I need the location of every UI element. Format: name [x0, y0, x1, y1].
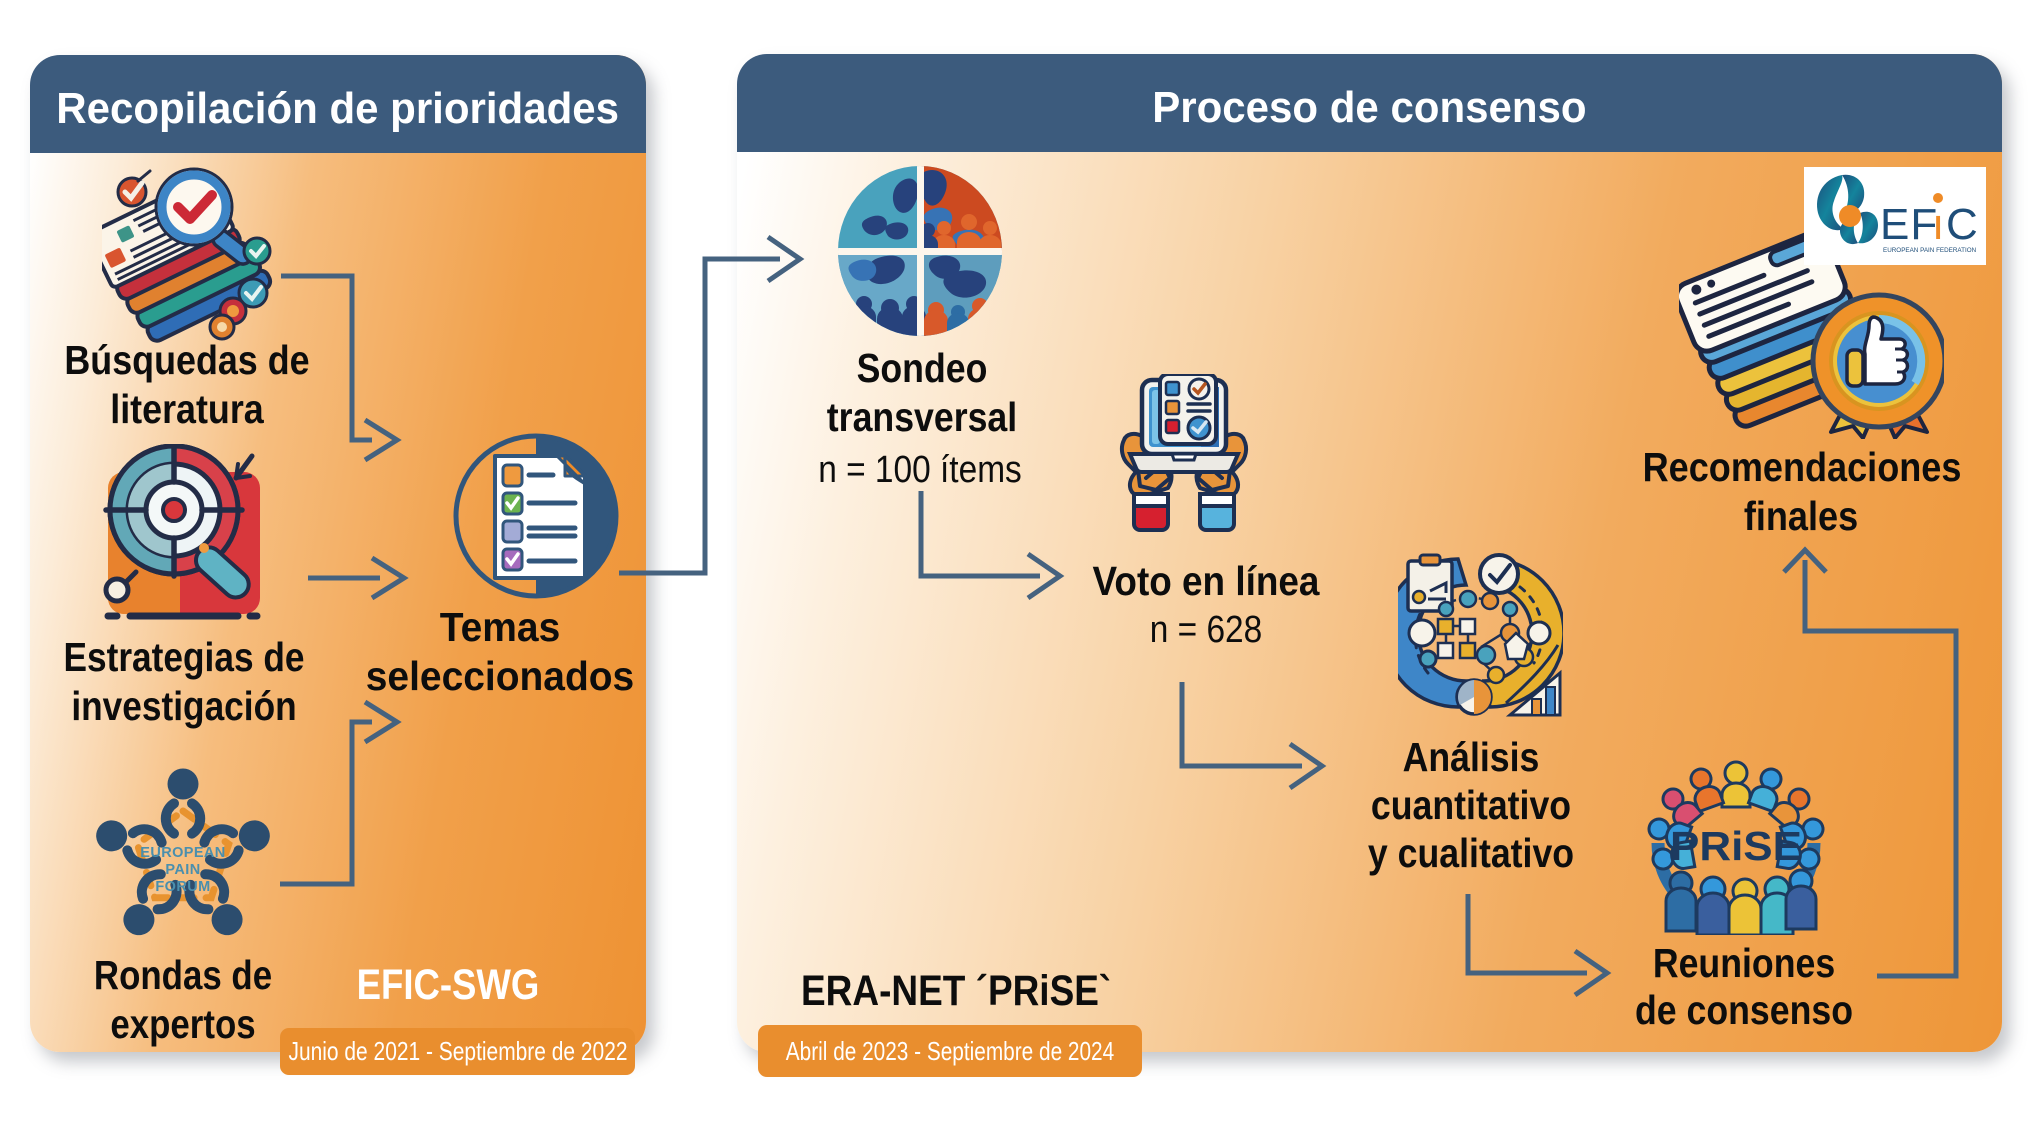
svg-text:EUROPEAN PAIN FEDERATION: EUROPEAN PAIN FEDERATION	[1883, 247, 1977, 254]
svg-text:FORUM: FORUM	[155, 879, 210, 895]
svg-text:C: C	[1946, 200, 1978, 249]
svg-text:ı: ı	[1932, 200, 1944, 249]
svg-text:EUROPEAN: EUROPEAN	[140, 845, 225, 861]
svg-text:EF: EF	[1880, 200, 1938, 249]
svg-text:PRiSE: PRiSE	[1670, 824, 1802, 869]
svg-text:PAIN: PAIN	[165, 862, 200, 878]
